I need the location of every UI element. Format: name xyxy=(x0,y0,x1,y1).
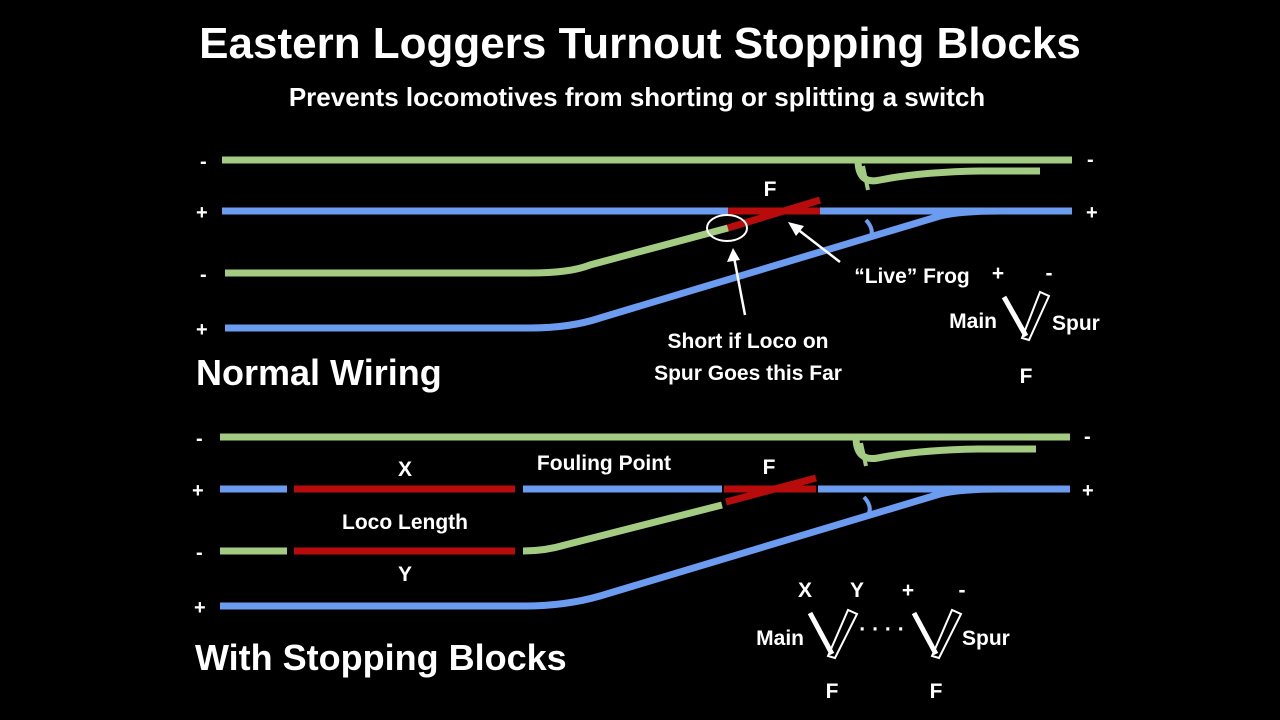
normal-positive-rails xyxy=(222,207,1072,332)
normal-frog-diverging xyxy=(726,196,822,232)
normal-polarity-second-left: + xyxy=(196,202,208,224)
normal-spur-top-rail xyxy=(225,224,729,277)
normal-point-tick-pos xyxy=(864,218,874,240)
stop-block-y-label: Y xyxy=(398,563,412,586)
stop-frog-diverging xyxy=(725,474,817,506)
stopping-positive-rails xyxy=(220,485,1070,610)
stop-symbol-plus: + xyxy=(902,579,914,602)
normal-frog xyxy=(726,196,822,232)
normal-symbol-main: Main xyxy=(949,310,997,333)
stop-polarity-top-right: - xyxy=(1084,426,1091,448)
stop-symbol-lever-1-left xyxy=(807,611,835,656)
stopping-blocks-section: - - + + - + X Fouling Point Loco Length … xyxy=(192,426,1094,703)
stop-frog-label: F xyxy=(763,456,776,479)
stop-symbol-spur: Spur xyxy=(962,627,1010,650)
stop-symbol-main: Main xyxy=(756,627,804,650)
live-frog-arrowhead xyxy=(788,222,804,236)
short-note-line1: Short if Loco on xyxy=(668,330,829,353)
normal-polarity-bottom-left: + xyxy=(196,319,208,341)
page-subtitle: Prevents locomotives from shorting or sp… xyxy=(289,82,985,112)
stop-symbol-dots: · · · · xyxy=(859,618,904,641)
normal-symbol-lever-left xyxy=(1001,295,1029,338)
stop-point-tick-pos xyxy=(862,495,872,517)
stop-point-tick-neg xyxy=(859,442,868,467)
page-title: Eastern Loggers Turnout Stopping Blocks xyxy=(199,19,1081,68)
stop-symbol-frog-1: F xyxy=(826,680,839,703)
normal-polarity-top-left: - xyxy=(200,151,207,173)
stop-spur-top-rail-right xyxy=(522,501,723,555)
live-frog-arrow xyxy=(791,224,841,263)
stop-symbol-x: X xyxy=(798,579,812,602)
fouling-point-label: Fouling Point xyxy=(537,452,671,475)
stop-symbol-lever-2-right xyxy=(930,608,963,660)
stopping-negative-rails xyxy=(220,433,1070,555)
normal-polarity-top-right: - xyxy=(1087,149,1094,171)
stop-polarity-second-right: + xyxy=(1082,480,1094,502)
stop-symbol-frog-2: F xyxy=(930,680,943,703)
normal-short-circle xyxy=(706,214,748,242)
stop-spur-bottom-rail xyxy=(220,485,1040,610)
normal-switch-symbol: + - Main Spur F xyxy=(949,262,1100,388)
stop-block-x-label: X xyxy=(398,458,412,481)
normal-symbol-lever-right xyxy=(1020,290,1051,342)
normal-symbol-spur: Spur xyxy=(1052,312,1100,335)
normal-negative-rails xyxy=(222,156,1072,277)
short-note-line2: Spur Goes this Far xyxy=(654,362,842,385)
normal-wiring-heading: Normal Wiring xyxy=(196,352,442,393)
stop-polarity-top-left: - xyxy=(196,428,203,450)
stop-symbol-lever-2-left xyxy=(911,611,939,656)
stop-main-closure-rail xyxy=(852,436,1036,463)
stop-switch-symbol: X Y + - Main Spur · · · · F F xyxy=(756,579,1010,703)
normal-point-tick-neg xyxy=(861,165,870,191)
normal-symbol-plus: + xyxy=(992,262,1004,285)
normal-symbol-frog: F xyxy=(1020,365,1033,388)
normal-main-closure-rail xyxy=(854,159,1040,185)
stop-polarity-second-left: + xyxy=(192,480,204,502)
normal-frog-label: F xyxy=(764,178,777,201)
short-note-arrowhead xyxy=(727,248,740,262)
normal-polarity-third-left: - xyxy=(200,264,207,286)
stop-polarity-third-left: - xyxy=(196,542,203,564)
normal-wiring-section: - - + + - + F “Live” Frog Short if Loco … xyxy=(196,149,1100,393)
stop-polarity-bottom-left: + xyxy=(194,597,206,619)
loco-length-label: Loco Length xyxy=(342,511,468,534)
normal-symbol-minus: - xyxy=(1046,262,1053,285)
stop-frog xyxy=(724,474,817,506)
stop-symbol-y: Y xyxy=(850,579,864,602)
normal-spur-bottom-rail xyxy=(225,207,1040,332)
stop-symbol-minus: - xyxy=(959,579,966,602)
stop-symbol-lever-1-right xyxy=(826,608,859,660)
live-frog-label: “Live” Frog xyxy=(854,265,970,288)
normal-polarity-second-right: + xyxy=(1086,202,1098,224)
stopping-blocks-heading: With Stopping Blocks xyxy=(195,637,567,678)
short-note-arrow xyxy=(731,251,747,316)
